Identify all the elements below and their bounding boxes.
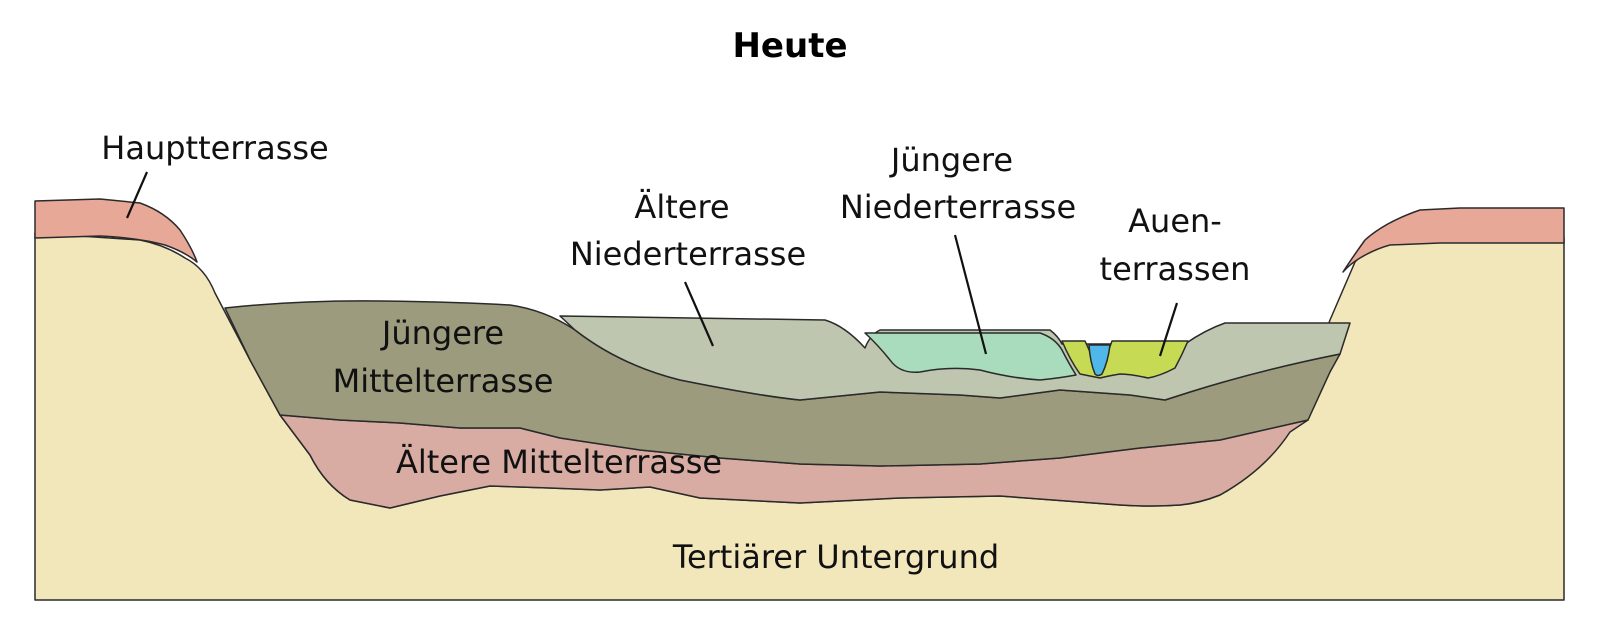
layer-hauptterrasse-left [34, 198, 198, 263]
layer-hauptterrasse-right [1342, 207, 1565, 273]
label-hauptterrasse: Hauptterrasse [101, 129, 328, 167]
label-aeltere-mittelterrasse: Ältere Mittelterrasse [396, 443, 722, 481]
diagram-title: Heute [732, 26, 848, 66]
leader-aeltere-niederterrasse [683, 281, 715, 347]
leader-hauptterrasse [125, 171, 149, 219]
label-auenterrassen-line1: Auen- [1128, 202, 1222, 240]
label-juengere-mittelterrasse-line1: Jüngere [380, 314, 504, 352]
label-auenterrassen-line2: terrassen [1100, 250, 1251, 288]
layer-juengere-niederterrasse [864, 332, 1077, 381]
label-tertiaerer-untergrund: Tertiärer Untergrund [672, 538, 999, 576]
river [1088, 344, 1111, 377]
leader-auenterrassen [1158, 302, 1179, 357]
label-aeltere-niederterrasse-line2: Niederterrasse [570, 235, 806, 273]
label-juengere-niederterrasse-line1: Jüngere [889, 141, 1013, 179]
label-juengere-mittelterrasse-line2: Mittelterrasse [333, 362, 554, 400]
label-aeltere-niederterrasse-line1: Ältere [634, 188, 729, 226]
label-juengere-niederterrasse-line2: Niederterrasse [840, 188, 1076, 226]
leader-juengere-niederterrasse [953, 234, 988, 355]
